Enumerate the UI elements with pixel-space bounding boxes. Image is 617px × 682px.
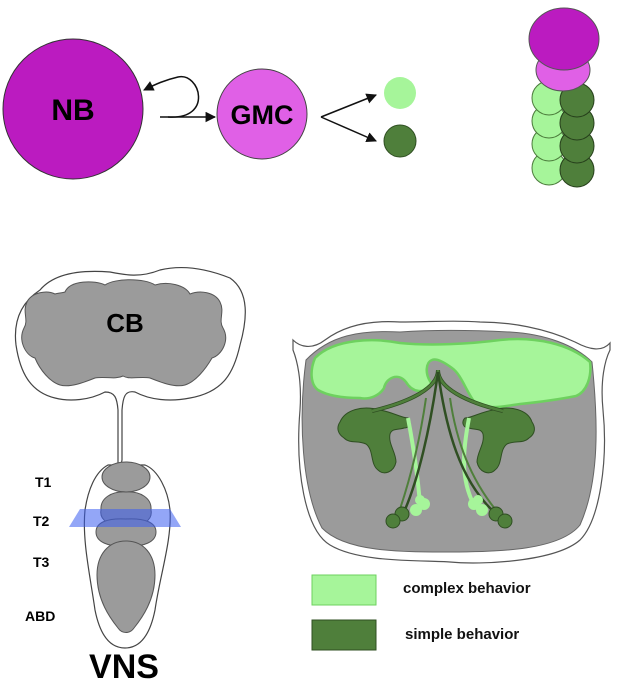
legend-swatch-complex: [311, 574, 377, 606]
dark-neuron-circle: [383, 124, 417, 158]
legend-label-simple: simple behavior: [405, 626, 520, 643]
central-brain: [21, 279, 227, 387]
light-neuron-circle: [384, 77, 416, 109]
segment-label-t1: T1: [35, 474, 52, 490]
complex-neuropil: [310, 337, 592, 409]
cns-outline: CB T1 T2 T3 ABD VNS: [14, 267, 246, 682]
neuroblast-circle: [2, 38, 144, 180]
segment-label-t2: T2: [33, 513, 50, 529]
vns-title: VNS: [89, 648, 159, 682]
gmc-circle: [216, 68, 308, 160]
segment-label-t3: T3: [33, 554, 50, 570]
t1-neuromere: [101, 461, 151, 493]
simple-neuropil-left: [337, 407, 411, 474]
abd-neuromere: [96, 540, 156, 633]
simple-neuropil-right: [462, 407, 535, 474]
legend-label-complex: complex behavior: [403, 580, 531, 597]
self-renew-arrow: [143, 76, 200, 118]
legend-swatch-simple: [311, 619, 377, 651]
gmc-to-light-neuron-arrow: [320, 93, 377, 118]
segment-label-abd: ABD: [25, 608, 55, 624]
lineage-schematic: NB GMC: [2, 38, 417, 180]
cross-section-plane: [69, 509, 181, 527]
lineage-column: [528, 7, 600, 188]
neuroblast-label: NB: [51, 94, 94, 127]
legend: [311, 574, 377, 651]
cb-label: CB: [106, 308, 144, 338]
gmc-label: GMC: [231, 100, 294, 130]
gmc-to-dark-neuron-arrow: [320, 116, 377, 143]
vns-cross-section: [292, 320, 611, 564]
